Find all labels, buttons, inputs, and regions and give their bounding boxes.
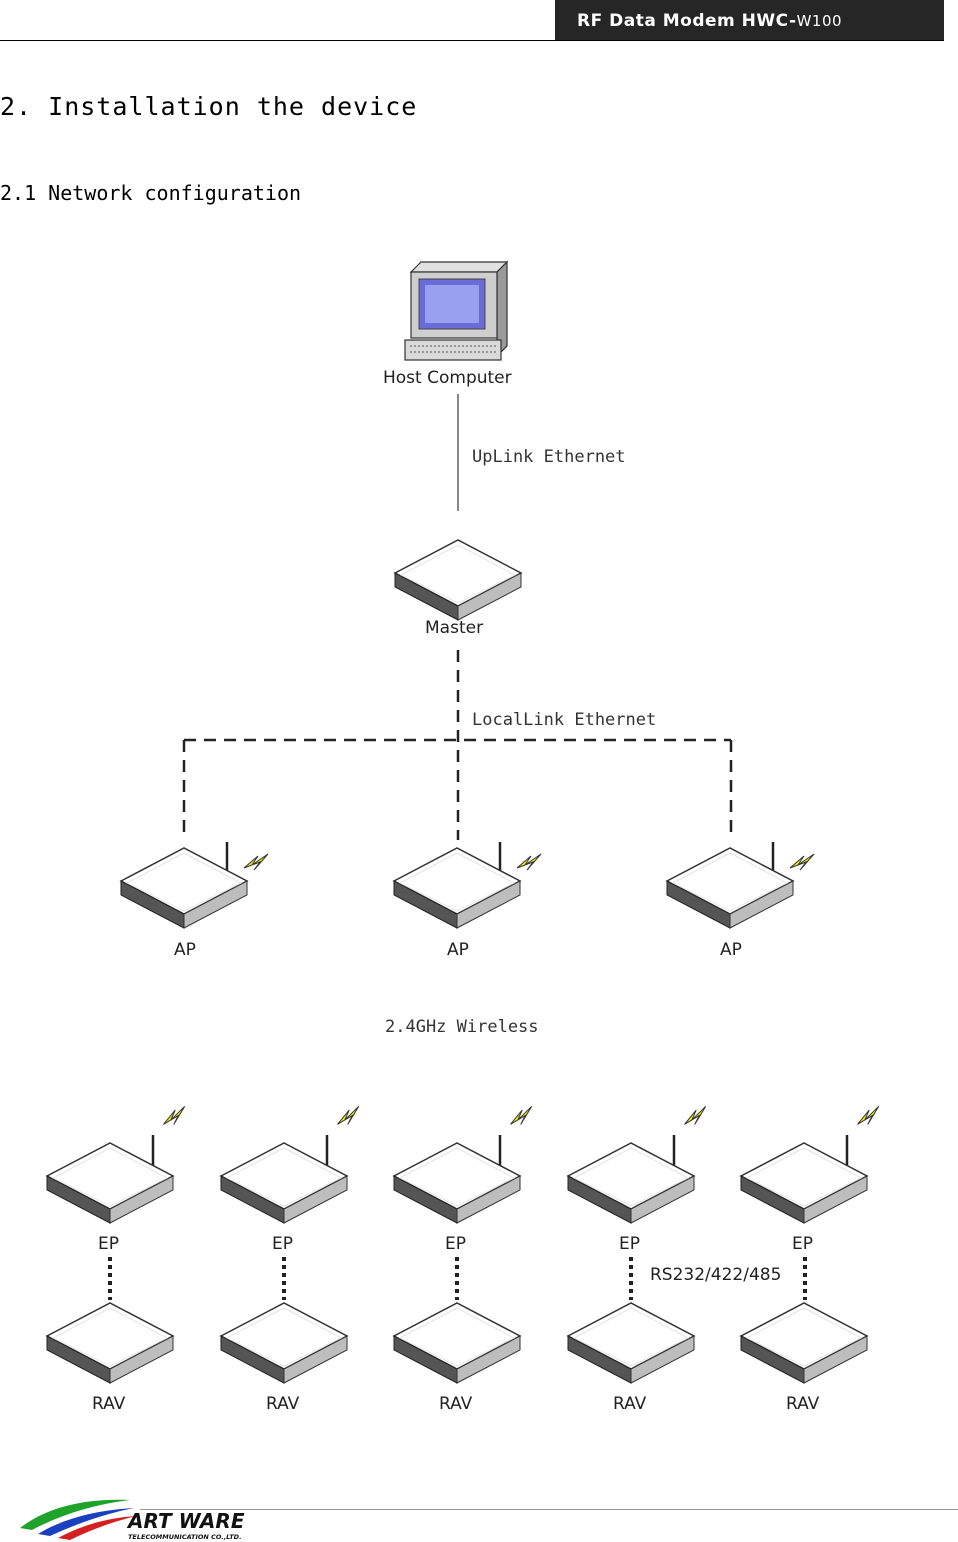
locallink-label: LocalLink Ethernet [472, 710, 656, 730]
company-subtitle: TELECOMMUNICATION CO.,LTD. [128, 1533, 242, 1541]
ep-label: EP [98, 1234, 119, 1254]
ap-device: AP [120, 842, 269, 960]
company-logo: ART WARE TELECOMMUNICATION CO.,LTD. [20, 1499, 245, 1541]
ep-rav-column: EP RAV [220, 1105, 362, 1414]
wireless-signal-icon [516, 853, 542, 871]
host-computer-label: Host Computer [383, 368, 512, 388]
rav-router-icon [46, 1302, 174, 1384]
footer-divider [140, 1509, 958, 1510]
ap-label: AP [720, 940, 742, 960]
rav-label: RAV [266, 1394, 300, 1414]
wireless-signal-icon [854, 1105, 882, 1127]
master-router-icon [394, 539, 522, 621]
locallink-lines [182, 650, 733, 840]
ep-rav-column: EP RAV [46, 1105, 188, 1414]
wireless-signal-icon [160, 1105, 188, 1127]
wireless-signal-icon [789, 853, 815, 871]
rav-label: RAV [786, 1394, 820, 1414]
rav-label: RAV [613, 1394, 647, 1414]
ep-rav-column: EP RAV [567, 1105, 709, 1414]
ep-rav-column: EP RAV [393, 1105, 535, 1414]
wireless-signal-icon [334, 1105, 362, 1127]
header-title-model: W100 [796, 11, 843, 30]
subsection-heading: 2.1 Network configuration [0, 181, 302, 205]
rav-router-icon [567, 1302, 695, 1384]
ap-device: AP [393, 842, 542, 960]
ap-device: AP [666, 842, 815, 960]
rav-label: RAV [92, 1394, 126, 1414]
rav-router-icon [393, 1302, 521, 1384]
ap-label: AP [447, 940, 469, 960]
header-title: RF Data Modem HWC-W100 [555, 0, 944, 41]
serial-label: RS232/422/485 [650, 1265, 781, 1285]
ap-label: AP [174, 940, 196, 960]
wireless-label: 2.4GHz Wireless [385, 1017, 539, 1037]
company-name: ART WARE [126, 1509, 245, 1533]
ep-label: EP [272, 1234, 293, 1254]
section-heading: 2. Installation the device [0, 92, 418, 121]
header-title-prefix: RF Data Modem HWC- [577, 10, 797, 31]
ep-rav-column: EP RAV [740, 1105, 882, 1414]
wireless-signal-icon [507, 1105, 535, 1127]
ep-label: EP [445, 1234, 466, 1254]
ep-label: EP [792, 1234, 813, 1254]
header-divider [0, 40, 944, 41]
master-label: Master [425, 618, 483, 638]
rav-label: RAV [439, 1394, 473, 1414]
rav-router-icon [740, 1302, 868, 1384]
ep-label: EP [619, 1234, 640, 1254]
computer-icon [404, 260, 509, 361]
wireless-signal-icon [681, 1105, 709, 1127]
uplink-label: UpLink Ethernet [472, 447, 626, 467]
rav-router-icon [220, 1302, 348, 1384]
wireless-signal-icon [243, 853, 269, 871]
